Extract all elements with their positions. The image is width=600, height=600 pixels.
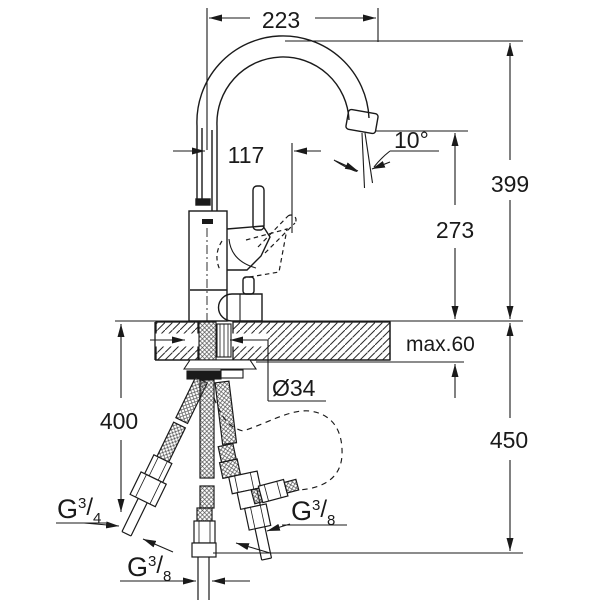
label-400: 400 <box>100 408 138 434</box>
label-117: 117 <box>228 142 265 168</box>
faucet-body <box>188 198 228 325</box>
dim-117 <box>173 143 321 233</box>
lever-alternate-position <box>216 214 297 279</box>
label-450: 450 <box>490 427 528 453</box>
riser-joint-ring <box>195 198 211 206</box>
label-thread-g38-bottom: G3/8 <box>127 552 171 585</box>
mounting-shank <box>182 321 258 380</box>
label-399: 399 <box>491 171 529 197</box>
label-273: 273 <box>436 217 474 243</box>
label-max60: max.60 <box>406 333 475 356</box>
branch-connector <box>250 478 300 505</box>
dim-spray-angle <box>333 150 439 173</box>
label-10deg: 10° <box>394 127 429 153</box>
side-valve <box>217 276 263 322</box>
faucet-spout <box>196 35 379 211</box>
hose-center <box>191 379 217 600</box>
dim-hole-diameter <box>150 336 326 402</box>
label-thread-g34: G3/4 <box>57 494 101 527</box>
leader-g34 <box>56 521 174 553</box>
spray-direction-lines <box>361 132 374 189</box>
hose-right <box>214 380 300 561</box>
label-223: 223 <box>262 7 300 33</box>
faucet-lever <box>216 185 297 279</box>
dim-223 <box>206 8 379 150</box>
countertop-section <box>148 321 391 361</box>
leader-g38-right <box>235 523 347 554</box>
label-thread-g38-right: G3/8 <box>291 496 335 529</box>
label-diameter-34: Ø34 <box>272 375 316 401</box>
